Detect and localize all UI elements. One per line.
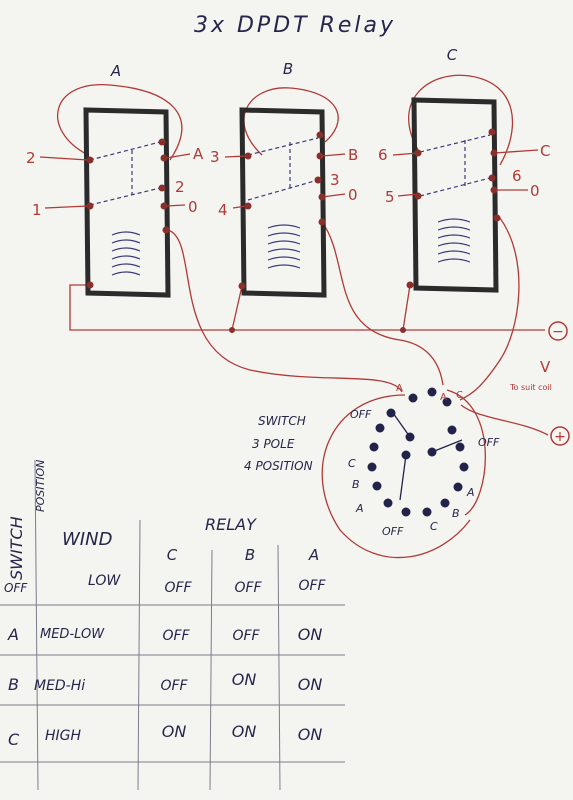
relay-a-pin-label: A (193, 145, 204, 163)
table-relay-column: A (308, 546, 319, 564)
table-cell: OFF (298, 578, 326, 594)
table-cell: OFF (160, 678, 188, 694)
table-relay-header: RELAY (205, 515, 257, 534)
relay-b-coil-icon (267, 224, 301, 269)
negative-terminal: − (548, 321, 568, 341)
relay-c (411, 97, 499, 293)
truth-table (0, 459, 345, 791)
table-relay-column: C (167, 546, 178, 564)
table-cell: ON (232, 722, 257, 741)
relay-a (83, 107, 171, 298)
table-cell: MED-LOW (40, 627, 105, 642)
relay-a-pin-label: 1 (32, 201, 42, 219)
switch-position-label: OFF (382, 525, 404, 538)
diagram-title: 3x DPDT Relay (194, 13, 396, 38)
relay-c-coil-icon (437, 218, 471, 263)
relay-a-label: A (110, 62, 121, 80)
relay-b-pin-label: 0 (348, 186, 358, 204)
switch-position-label: C (430, 520, 438, 533)
switch-position-label: A (396, 383, 403, 394)
table-cell: MED-Hi (34, 678, 85, 694)
table-cell: C (8, 730, 20, 749)
table-cell: A (7, 625, 19, 644)
rotary-switch: OFF OFF OFF A B C B A C A A C (348, 383, 500, 538)
table-cell: OFF (234, 580, 262, 596)
relay-a-pin-label: 2 (175, 178, 185, 196)
switch-label-line: 4 POSITION (244, 459, 313, 473)
relay-a-pin-label: 0 (188, 198, 198, 216)
switch-position-label: A (440, 392, 447, 403)
relay-b (239, 107, 327, 298)
switch-position-label: C (348, 457, 356, 470)
table-switch-header: SWITCH (7, 516, 26, 580)
relay-c-pin-label: 5 (385, 188, 395, 206)
table-cell: OFF (4, 581, 28, 595)
voltage-note: To suit coil (509, 383, 552, 392)
switch-position-label: C (456, 390, 463, 401)
table-cell: ON (298, 625, 323, 644)
table-wind-header: WIND (62, 529, 112, 550)
negative-sign: − (552, 324, 564, 340)
table-cell: HIGH (45, 728, 82, 744)
relay-c-pin-label: 6 (378, 146, 388, 164)
table-cell: OFF (232, 628, 260, 644)
table-cell: ON (298, 725, 323, 744)
switch-label-line: SWITCH (258, 414, 306, 428)
table-cell: OFF (162, 628, 190, 644)
switch-position-label: OFF (350, 408, 372, 421)
switch-label-line: 3 POLE (252, 437, 295, 451)
positive-sign: + (554, 429, 566, 445)
switch-position-label: B (452, 507, 460, 520)
table-cell: LOW (88, 573, 121, 589)
relay-c-label: C (447, 46, 458, 64)
switch-position-label: A (466, 486, 475, 499)
table-relay-column: B (245, 546, 255, 564)
relay-c-pin-label: C (540, 142, 550, 160)
switch-position-label: B (352, 478, 360, 491)
switch-position-label: OFF (478, 436, 500, 449)
table-cell: OFF (164, 580, 192, 596)
table-cell: ON (232, 670, 257, 689)
relay-c-pin-label: 6 (512, 167, 522, 185)
relay-a-pin-label: 2 (26, 149, 36, 167)
voltage-label: V (540, 358, 551, 376)
wiring (57, 74, 549, 559)
table-cell: B (8, 675, 19, 694)
relay-b-pin-label: 3 (330, 171, 340, 189)
table-cell: ON (162, 722, 187, 741)
positive-terminal: + (550, 426, 570, 446)
relay-a-coil-icon (111, 231, 141, 276)
relay-c-pin-label: 0 (530, 182, 540, 200)
table-switch-subheader: POSITION (34, 460, 47, 512)
relay-b-pin-label: 4 (218, 201, 228, 219)
relay-b-label: B (283, 60, 293, 78)
table-cell: ON (298, 675, 323, 694)
switch-position-label: A (355, 502, 364, 515)
relay-b-pin-label: 3 (210, 148, 220, 166)
relay-b-pin-label: B (348, 146, 358, 164)
